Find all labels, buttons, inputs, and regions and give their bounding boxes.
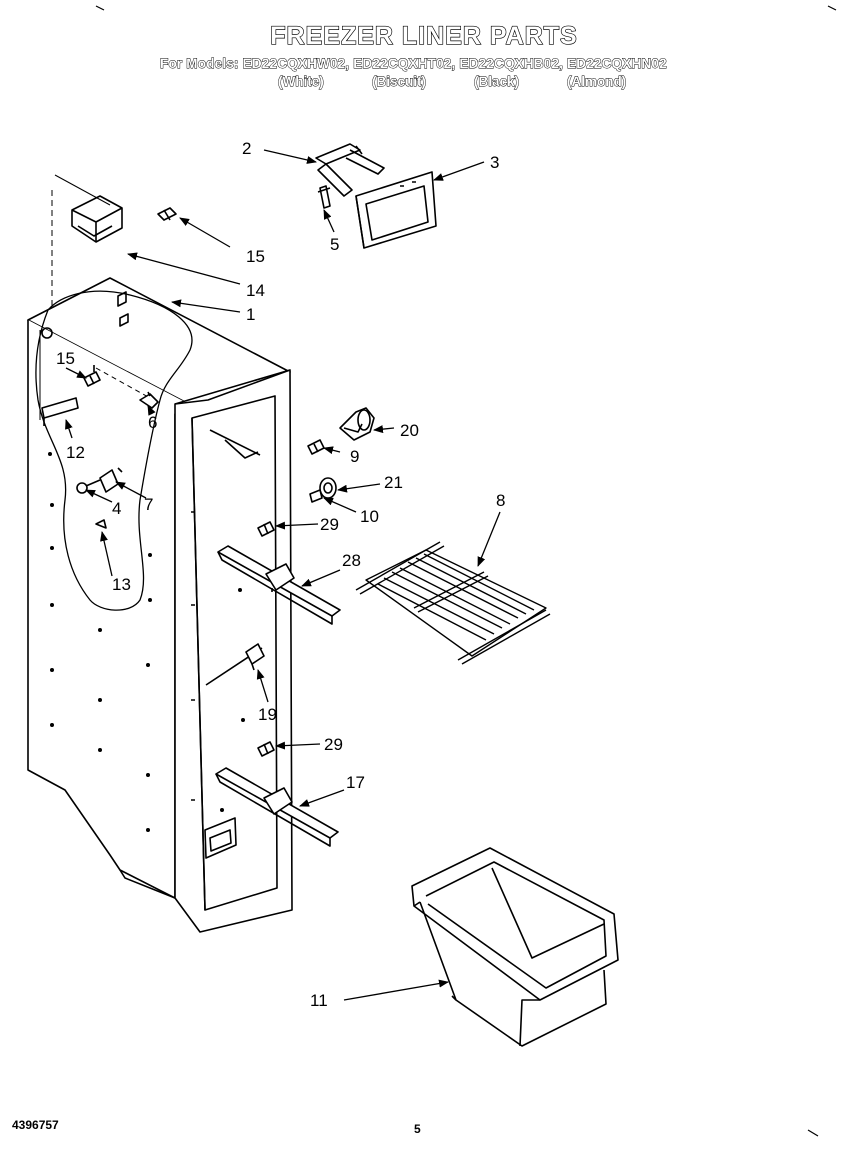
page-title: FREEZER LINER PARTS bbox=[270, 21, 578, 50]
callout-6: 6 bbox=[148, 413, 157, 432]
freezer-liner bbox=[27, 277, 293, 933]
light-cover-3 bbox=[355, 171, 437, 249]
screw-29-upper bbox=[257, 521, 275, 537]
registration-marks bbox=[95, 5, 837, 1137]
screw-13 bbox=[95, 519, 107, 529]
wire-shelf-8 bbox=[355, 541, 551, 665]
part-number: 4396757 bbox=[12, 1118, 59, 1132]
models-line: For Models: ED22CQXHW02, ED22CQXHT02, ED… bbox=[160, 56, 668, 72]
color-almond: (Almond) bbox=[567, 74, 627, 90]
callout-3: 3 bbox=[490, 153, 499, 172]
clip-7 bbox=[99, 467, 123, 493]
shelf-support-17 bbox=[215, 767, 339, 847]
bracket-12 bbox=[41, 397, 79, 426]
freezer-bin-11 bbox=[411, 847, 619, 1047]
screw-29-lower bbox=[257, 741, 275, 757]
bracket-14 bbox=[71, 195, 123, 243]
callout-11: 11 bbox=[310, 991, 328, 1010]
callout-12: 12 bbox=[66, 443, 85, 462]
wire-harness bbox=[35, 290, 193, 611]
bracket-2 bbox=[315, 143, 385, 197]
callout-13: 13 bbox=[112, 575, 131, 594]
callout-1: 1 bbox=[246, 305, 255, 324]
color-black: (Black) bbox=[474, 74, 520, 90]
screw-10 bbox=[309, 489, 323, 503]
clip-19 bbox=[245, 643, 265, 671]
callout-4: 4 bbox=[112, 499, 121, 518]
screw-9 bbox=[307, 439, 325, 455]
callout-15-liner: 15 bbox=[56, 349, 75, 368]
callout-10: 10 bbox=[360, 507, 379, 526]
callout-29-lower: 29 bbox=[324, 735, 343, 754]
screw-15-liner bbox=[83, 371, 101, 387]
callout-2: 2 bbox=[242, 139, 251, 158]
callout-8: 8 bbox=[496, 491, 505, 510]
shelf-support-28 bbox=[217, 545, 341, 625]
callout-14: 14 bbox=[246, 281, 265, 300]
callout-numbers: 2 3 5 15 14 1 15 6 12 20 9 21 4 7 8 10 2… bbox=[56, 139, 505, 1010]
callout-9: 9 bbox=[350, 447, 359, 466]
callout-15-top: 15 bbox=[246, 247, 265, 266]
callout-20: 20 bbox=[400, 421, 419, 440]
screw-5 bbox=[317, 185, 331, 209]
screw-15-top bbox=[157, 207, 177, 221]
callout-21: 21 bbox=[384, 473, 403, 492]
callout-7: 7 bbox=[144, 495, 153, 514]
page-number: 5 bbox=[414, 1122, 421, 1136]
callout-19: 19 bbox=[258, 705, 277, 724]
color-biscuit: (Biscuit) bbox=[372, 74, 427, 90]
color-white: (White) bbox=[278, 74, 325, 90]
leader-lines bbox=[65, 149, 501, 1001]
sensor-4 bbox=[76, 479, 101, 494]
control-housing-20 bbox=[339, 407, 375, 441]
knob-21 bbox=[319, 477, 337, 499]
callout-5: 5 bbox=[330, 235, 339, 254]
callout-28: 28 bbox=[342, 551, 361, 570]
callout-17: 17 bbox=[346, 773, 365, 792]
callout-29-upper: 29 bbox=[320, 515, 339, 534]
